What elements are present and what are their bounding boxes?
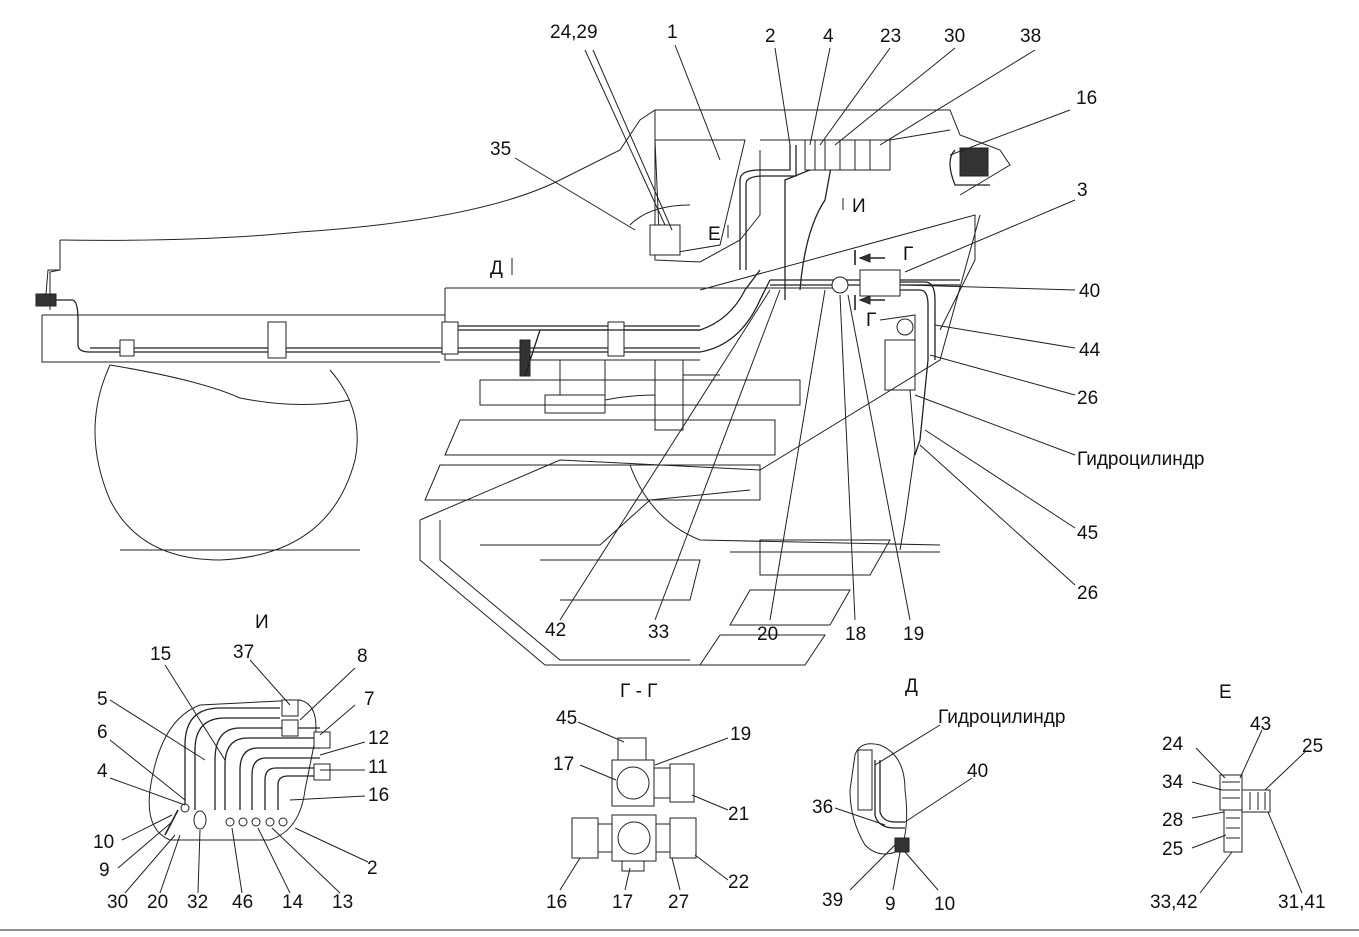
view-i-callout-12: 12 — [368, 728, 389, 749]
view-e-callout-34: 34 — [1162, 772, 1184, 793]
callout-2: 2 — [765, 26, 776, 47]
callout-44: 44 — [1079, 340, 1101, 361]
view-e-callout-33-42: 33,42 — [1150, 892, 1198, 913]
view-marker-i: И — [852, 196, 866, 217]
callout-26-lower: 26 — [1077, 583, 1098, 604]
callout-30: 30 — [944, 26, 965, 47]
callout-20: 20 — [757, 624, 778, 645]
section-marker-g-bottom: Г — [866, 310, 876, 331]
callout-18: 18 — [845, 624, 866, 645]
callout-33: 33 — [648, 622, 669, 643]
callout-38: 38 — [1020, 26, 1041, 47]
view-e-callout-25-lower: 25 — [1162, 839, 1183, 860]
view-gg-title: Г - Г — [620, 681, 657, 702]
view-e-callout-43: 43 — [1250, 714, 1271, 735]
callout-26-upper: 26 — [1077, 388, 1098, 409]
view-e-callout-31-41: 31,41 — [1278, 892, 1326, 913]
view-i-callout-7: 7 — [364, 689, 375, 710]
view-i: И — [93, 612, 389, 913]
view-i-callout-6: 6 — [97, 722, 108, 743]
view-i-callout-2: 2 — [367, 858, 378, 879]
view-i-callout-10: 10 — [93, 832, 114, 853]
view-i-callout-4: 4 — [97, 761, 108, 782]
view-marker-d: Д — [490, 258, 503, 279]
callout-45: 45 — [1077, 523, 1098, 544]
view-i-callout-20: 20 — [147, 892, 168, 913]
view-d: Д Гидроцилиндр 40 36 39 9 10 — [812, 676, 1065, 915]
view-gg-callout-45: 45 — [556, 708, 577, 729]
view-marker-e: Е — [708, 224, 721, 245]
view-i-callout-15: 15 — [150, 644, 171, 665]
view-i-callout-46: 46 — [232, 892, 253, 913]
view-d-callout-hydrocylinder: Гидроцилиндр — [938, 707, 1065, 728]
view-i-callout-5: 5 — [97, 689, 108, 710]
view-arrow-strokes — [511, 198, 844, 275]
view-i-callout-37: 37 — [233, 642, 254, 663]
view-gg-callout-17-lower: 17 — [612, 892, 633, 913]
view-gg-callout-27: 27 — [668, 892, 689, 913]
callout-1: 1 — [667, 22, 678, 43]
section-marker-g-top: Г — [903, 244, 913, 265]
view-i-title: И — [255, 612, 269, 633]
view-gg-callout-16: 16 — [546, 892, 567, 913]
view-e-callout-24: 24 — [1162, 734, 1184, 755]
view-d-title: Д — [905, 676, 918, 697]
view-i-callout-9: 9 — [99, 860, 110, 881]
view-e-callout-25-upper: 25 — [1302, 736, 1323, 757]
view-g-g: Г - Г 45 19 17 21 16 17 27 22 — [546, 681, 751, 913]
callout-19: 19 — [903, 624, 924, 645]
view-i-callout-8: 8 — [357, 646, 368, 667]
callout-3: 3 — [1077, 180, 1088, 201]
view-gg-callout-19: 19 — [730, 724, 751, 745]
view-gg-callout-22: 22 — [728, 872, 749, 893]
view-d-callout-36: 36 — [812, 797, 833, 818]
callout-40: 40 — [1079, 281, 1100, 302]
view-e-title: Е — [1219, 682, 1232, 703]
view-d-callout-40: 40 — [967, 761, 988, 782]
callout-24-29: 24,29 — [550, 22, 598, 43]
view-d-callout-10: 10 — [934, 894, 955, 915]
callout-35: 35 — [490, 139, 511, 160]
view-i-callout-32: 32 — [187, 892, 208, 913]
callout-hydrocylinder: Гидроцилиндр — [1077, 449, 1204, 470]
view-d-callout-9: 9 — [885, 894, 896, 915]
callout-4: 4 — [823, 26, 834, 47]
main-view-labels: 24,29 1 2 4 23 30 38 16 35 3 40 44 26 Ги… — [490, 22, 1204, 645]
view-i-callout-30: 30 — [107, 892, 128, 913]
view-d-callout-39: 39 — [822, 890, 843, 911]
callout-16: 16 — [1076, 88, 1097, 109]
view-i-callout-13: 13 — [332, 892, 353, 913]
view-e: Е 43 24 25 34 28 25 33,42 31,41 — [1150, 682, 1326, 913]
view-gg-callout-21: 21 — [728, 804, 749, 825]
main-view — [35, 44, 1076, 666]
callout-23: 23 — [880, 26, 901, 47]
view-i-callout-16: 16 — [368, 785, 389, 806]
callout-42: 42 — [545, 620, 566, 641]
view-i-callout-14: 14 — [282, 892, 304, 913]
view-gg-callout-17-upper: 17 — [553, 754, 574, 775]
view-i-callout-11: 11 — [368, 757, 388, 778]
view-e-callout-28: 28 — [1162, 810, 1183, 831]
